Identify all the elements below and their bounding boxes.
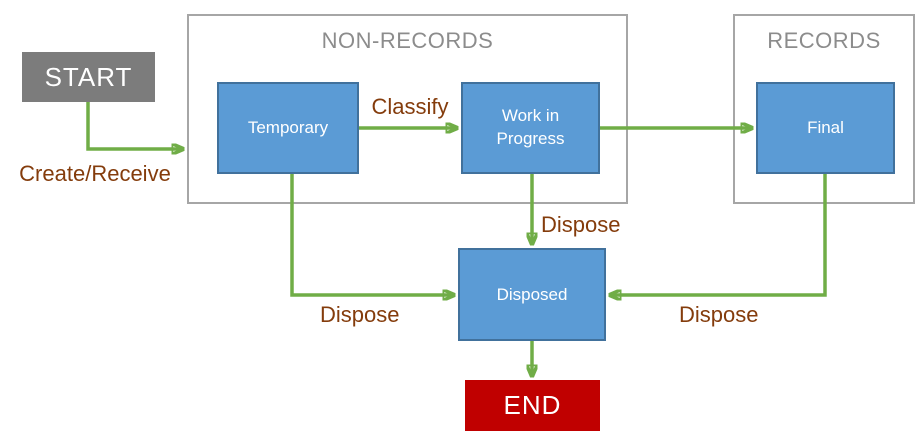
final-node: Final — [756, 82, 895, 174]
records-title: RECORDS — [767, 28, 881, 53]
disposed-node-label: Disposed — [496, 284, 568, 304]
temporary-node: Temporary — [217, 82, 359, 174]
temporary-node-label: Temporary — [247, 118, 329, 137]
final-node-label: Final — [807, 118, 844, 137]
start-node: START — [22, 52, 155, 102]
end-node-label: END — [503, 390, 562, 420]
edge-label-create-receive: Create/Receive — [19, 161, 171, 186]
disposed-node: Disposed — [458, 248, 606, 341]
start-node-label: START — [44, 61, 133, 92]
arrow-start-to-temporary — [86, 102, 184, 149]
edge-label-dispose-right: Dispose — [679, 302, 759, 327]
edge-label-dispose-left: Dispose — [320, 302, 400, 327]
end-node: END — [465, 380, 600, 431]
edge-label-dispose-top: Dispose — [541, 212, 621, 237]
non-records-title: NON-RECORDS — [321, 28, 494, 53]
work-in-progress-node: Work in Progress — [461, 82, 600, 174]
edge-label-classify: Classify — [371, 94, 449, 119]
work-in-progress-node-label: Work in Progress — [496, 106, 565, 148]
